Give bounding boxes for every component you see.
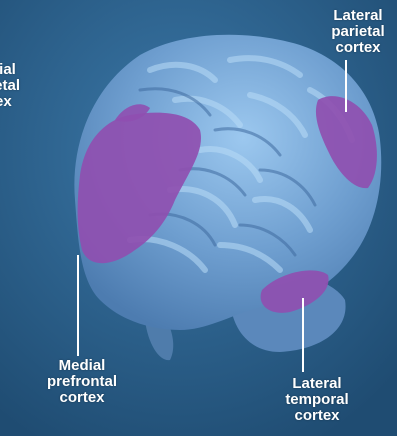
medial-parietal-cortex-label: dial ietal tex bbox=[0, 62, 50, 110]
label-line: Lateral bbox=[318, 8, 397, 24]
label-line: Medial bbox=[12, 358, 152, 374]
label-line: ietal bbox=[0, 78, 50, 94]
lateral-parietal-cortex-label: Lateral parietal cortex bbox=[318, 8, 397, 56]
label-line: dial bbox=[0, 62, 50, 78]
label-line: temporal bbox=[262, 392, 372, 408]
label-line: parietal bbox=[318, 24, 397, 40]
label-line: tex bbox=[0, 94, 50, 110]
label-line: cortex bbox=[12, 390, 152, 406]
label-line: cortex bbox=[262, 408, 372, 424]
medial-prefrontal-cortex-label: Medial prefrontal cortex bbox=[12, 358, 152, 406]
label-line: cortex bbox=[318, 40, 397, 56]
label-line: Lateral bbox=[262, 376, 372, 392]
label-line: prefrontal bbox=[12, 374, 152, 390]
lateral-temporal-cortex-label: Lateral temporal cortex bbox=[262, 376, 372, 424]
